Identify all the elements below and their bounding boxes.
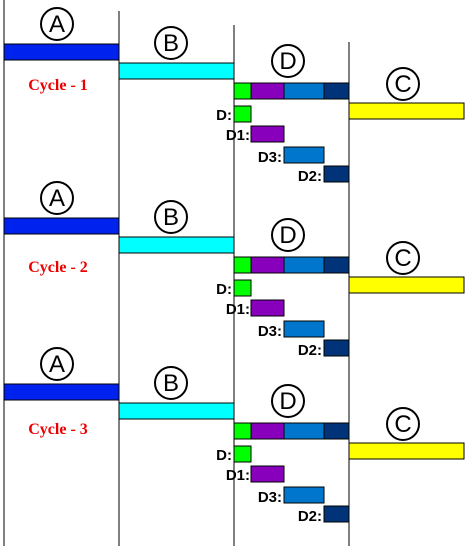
stage-c-circle xyxy=(386,67,420,101)
stage-d-segment-purple xyxy=(250,82,285,100)
sub-label-d: D: xyxy=(216,281,232,298)
stage-d-segment-green xyxy=(233,82,252,100)
stage-d-segment-purple xyxy=(250,256,285,274)
stage-d-letter: D xyxy=(279,222,296,249)
sub-bar-d1 xyxy=(250,125,285,143)
sub-label-d3: D3: xyxy=(258,149,282,166)
sub-label-d1: D1: xyxy=(226,467,250,484)
stage-d-circle xyxy=(271,44,305,78)
sub-bar-d1 xyxy=(250,299,285,317)
stage-a-circle xyxy=(40,181,74,215)
sub-bar-d1 xyxy=(250,465,285,483)
stage-a-bar xyxy=(3,217,120,235)
stage-c-bar xyxy=(348,442,465,460)
stage-a-bar xyxy=(3,383,120,401)
stage-c-circle xyxy=(386,407,420,441)
sub-bar-d3 xyxy=(283,320,325,338)
stage-d-segment-purple xyxy=(250,422,285,440)
stage-a-circle xyxy=(40,7,74,41)
sub-label-d1: D1: xyxy=(226,127,250,144)
cycle-2: A Cycle - 2 B D D: D1: D3: D2: C xyxy=(3,181,465,359)
cycle-label: Cycle - 2 xyxy=(28,259,88,276)
sub-bar-d xyxy=(233,279,252,297)
sub-label-d2: D2: xyxy=(298,342,322,359)
stage-d-letter: D xyxy=(279,48,296,75)
stage-b-bar xyxy=(118,402,235,420)
stage-d-circle xyxy=(271,384,305,418)
cycle-1: A Cycle - 1 B D D: D1: D3: D2: C xyxy=(3,7,465,185)
cycle-label: Cycle - 3 xyxy=(28,421,88,438)
stage-d-segment-blue xyxy=(283,422,325,440)
sub-bar-d2 xyxy=(323,505,350,523)
stage-b-bar xyxy=(118,236,235,254)
sub-label-d2: D2: xyxy=(298,168,322,185)
sub-bar-d xyxy=(233,105,252,123)
sub-label-d: D: xyxy=(216,107,232,124)
stage-b-letter: B xyxy=(163,30,179,57)
stage-c-bar xyxy=(348,102,465,120)
stage-c-letter: C xyxy=(394,245,411,272)
stage-a-bar xyxy=(3,43,120,61)
sub-bar-d2 xyxy=(323,339,350,357)
stage-d-segment-blue xyxy=(283,256,325,274)
stage-a-letter: A xyxy=(49,11,65,38)
sub-bar-d3 xyxy=(283,486,325,504)
stage-d-segment-green xyxy=(233,422,252,440)
stage-d-segment-navy xyxy=(323,82,350,100)
cycle-3: A Cycle - 3 B D D: D1: D3: D2: C xyxy=(3,347,465,525)
stage-b-letter: B xyxy=(163,204,179,231)
stage-d-segment-green xyxy=(233,256,252,274)
stage-b-circle xyxy=(154,200,188,234)
stage-c-letter: C xyxy=(394,71,411,98)
sub-label-d3: D3: xyxy=(258,489,282,506)
sub-bar-d xyxy=(233,445,252,463)
stage-a-letter: A xyxy=(49,185,65,212)
stage-a-circle xyxy=(40,347,74,381)
stage-b-letter: B xyxy=(163,370,179,397)
stage-c-letter: C xyxy=(394,411,411,438)
stage-d-letter: D xyxy=(279,388,296,415)
stage-d-segment-navy xyxy=(323,422,350,440)
stage-d-circle xyxy=(271,218,305,252)
stage-d-segment-blue xyxy=(283,82,325,100)
stage-c-bar xyxy=(348,276,465,294)
stage-c-circle xyxy=(386,241,420,275)
sub-label-d1: D1: xyxy=(226,301,250,318)
stage-a-letter: A xyxy=(49,351,65,378)
sub-bar-d2 xyxy=(323,165,350,183)
sub-bar-d3 xyxy=(283,146,325,164)
stage-b-circle xyxy=(154,26,188,60)
sub-label-d3: D3: xyxy=(258,323,282,340)
stage-b-bar xyxy=(118,62,235,80)
cycle-label: Cycle - 1 xyxy=(28,77,88,94)
stage-d-segment-navy xyxy=(323,256,350,274)
sub-label-d: D: xyxy=(216,447,232,464)
sub-label-d2: D2: xyxy=(298,508,322,525)
stage-b-circle xyxy=(154,366,188,400)
